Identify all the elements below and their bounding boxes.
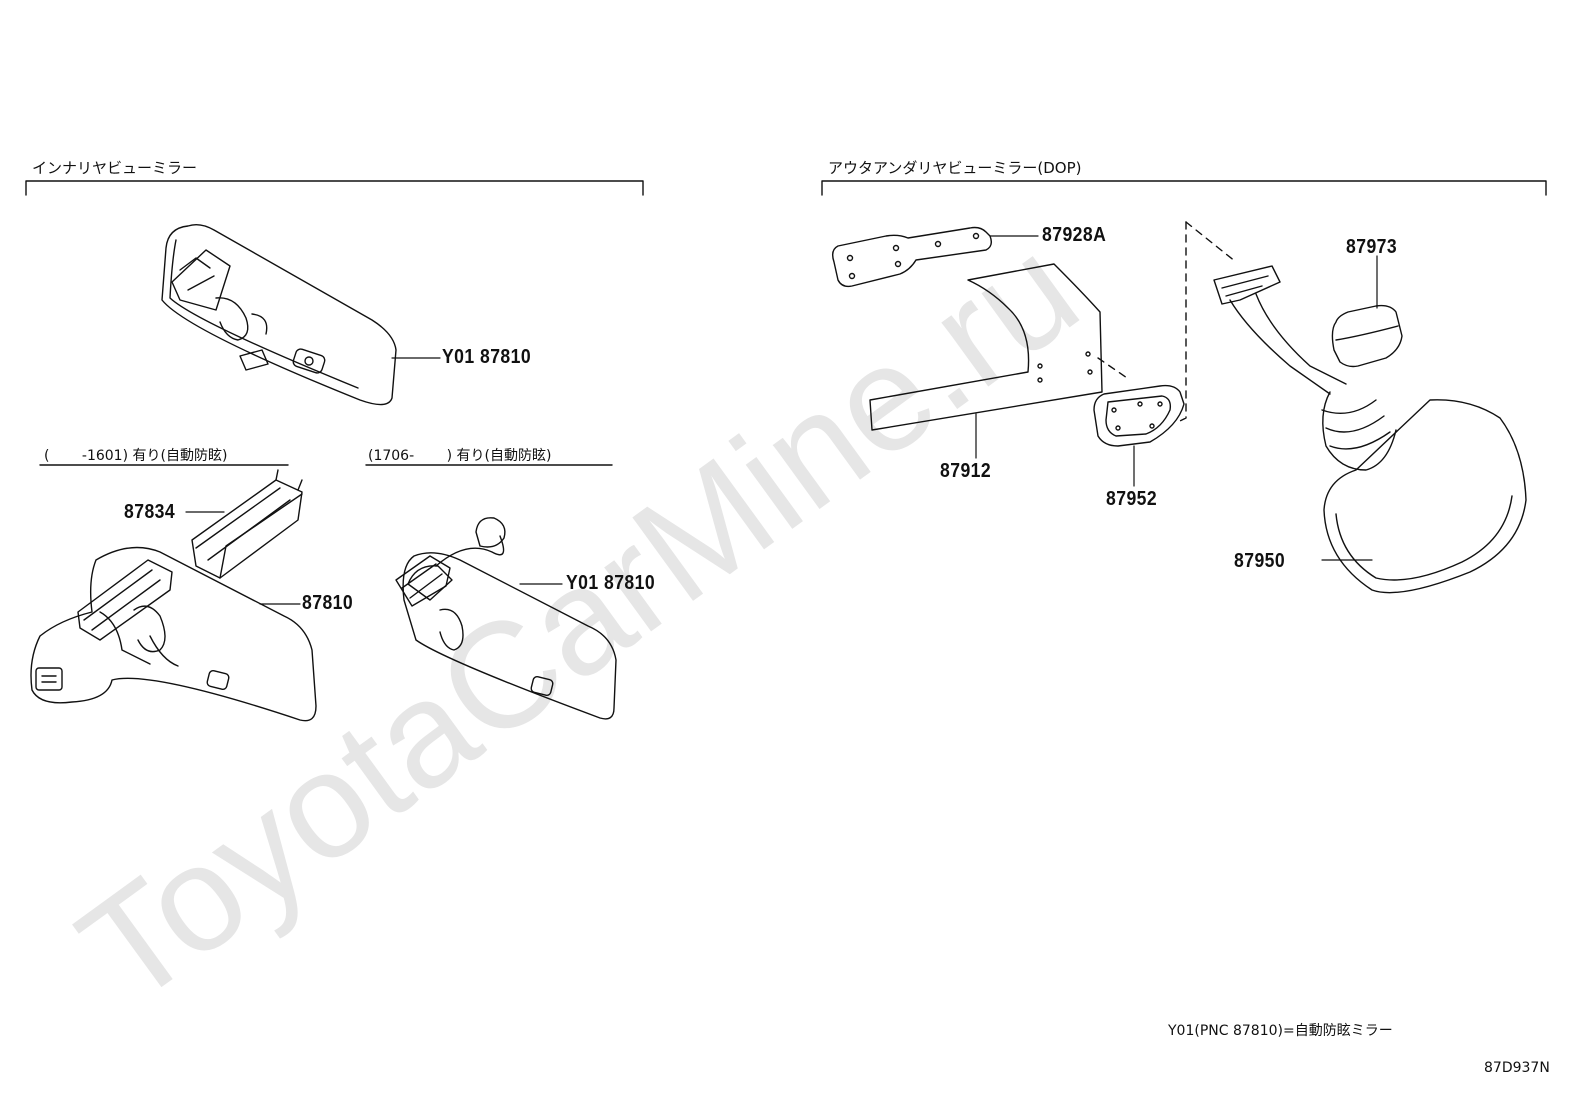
early-variant-caption: ( -1601) 有り(自動防眩) (44, 448, 228, 464)
gasket-87952-illustration (1093, 384, 1185, 447)
part-label-y01-87810-late[interactable]: Y01 87810 (566, 572, 656, 594)
inner-mirror-top-illustration (161, 223, 397, 406)
part-label-87810[interactable]: 87810 (302, 592, 354, 614)
part-label-y01-87810-top[interactable]: Y01 87810 (442, 346, 532, 368)
outer-mirror-section-title: アウタアンダリヤビューミラー(DOP) (828, 159, 1082, 177)
footnote: Y01(PNC 87810)=自動防眩ミラー (1168, 1023, 1393, 1039)
part-label-87950[interactable]: 87950 (1234, 550, 1286, 572)
part-label-87928a[interactable]: 87928A (1042, 224, 1107, 246)
inner-mirror-early-illustration (30, 546, 317, 722)
plate-87928a-illustration (831, 226, 993, 288)
inner-mirror-late-illustration (395, 517, 617, 720)
part-label-87834[interactable]: 87834 (124, 501, 176, 523)
inner-mirror-section-title: インナリヤビューミラー (32, 159, 198, 177)
cover-87973-illustration (1331, 304, 1403, 368)
part-label-87973[interactable]: 87973 (1346, 236, 1398, 258)
diagram-code: 87D937N (1484, 1060, 1550, 1076)
sheet-87912-illustration (869, 263, 1103, 431)
part-label-87952[interactable]: 87952 (1106, 488, 1158, 510)
late-variant-caption: (1706- ) 有り(自動防眩) (368, 448, 552, 464)
outer-mirror-87950-illustration (1213, 265, 1527, 594)
outer-section-bracket (821, 180, 1547, 196)
part-label-87912[interactable]: 87912 (940, 460, 992, 482)
leader-lines (185, 235, 1378, 605)
cover-87834-illustration (191, 469, 303, 579)
inner-section-bracket (25, 180, 644, 196)
assembly-dashed-lines (1097, 221, 1237, 423)
